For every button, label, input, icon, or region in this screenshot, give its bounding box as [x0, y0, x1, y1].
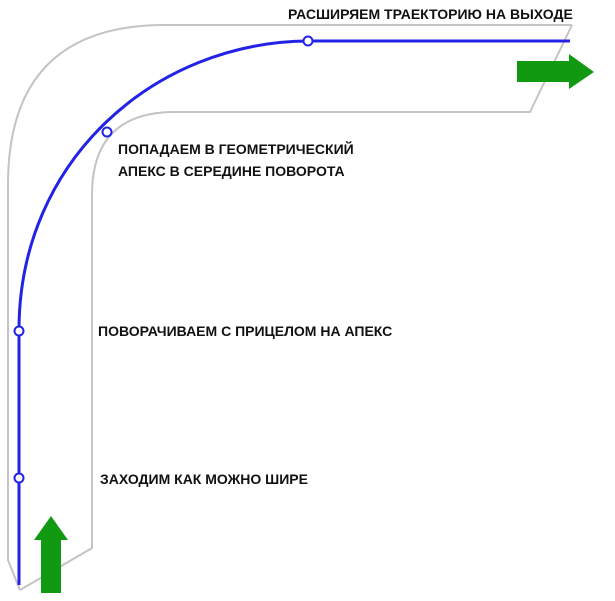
label-turn-in: ПОВОРАЧИВАЕМ С ПРИЦЕЛОМ НА АПЕКС — [98, 323, 393, 339]
label-apex-line1: ПОПАДАЕМ В ГЕОМЕТРИЧЕСКИЙ — [118, 141, 354, 157]
point-exit — [302, 35, 314, 47]
racing-line — [17, 39, 570, 585]
exit-arrow-icon — [517, 54, 594, 89]
point-turn-in — [13, 325, 25, 337]
label-entry: ЗАХОДИМ КАК МОЖНО ШИРЕ — [100, 471, 308, 487]
label-exit: РАСШИРЯЕМ ТРАЕКТОРИЮ НА ВЫХОДЕ — [288, 6, 573, 22]
label-apex-line2: АПЕКС В СЕРЕДИНЕ ПОВОРОТА — [118, 163, 345, 179]
point-apex — [101, 126, 113, 138]
entry-arrow-icon — [34, 516, 68, 593]
label-apex: ПОПАДАЕМ В ГЕОМЕТРИЧЕСКИЙ АПЕКС В СЕРЕДИ… — [118, 138, 354, 182]
road-inner-edge — [19, 24, 573, 591]
road-outer-edge — [7, 24, 572, 591]
point-entry — [13, 472, 25, 484]
